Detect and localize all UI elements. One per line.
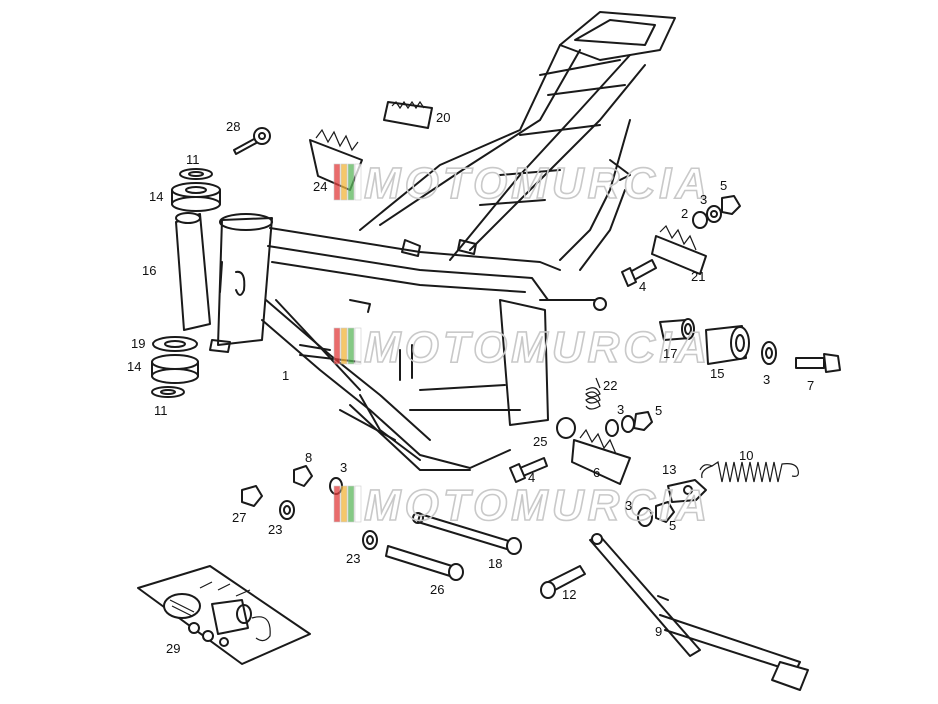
- key-part: [233, 127, 271, 155]
- watermark-stripe: [347, 163, 355, 201]
- callout-23: 23: [268, 522, 282, 537]
- callout-4: 4: [639, 279, 646, 294]
- callout-19: 19: [131, 336, 145, 351]
- callout-18: 18: [488, 556, 502, 571]
- watermark-text: MOTOMURCIA: [364, 323, 711, 372]
- watermark-stripe: [354, 327, 362, 365]
- footpeg-part: [309, 100, 707, 485]
- bushing-part: [659, 318, 750, 365]
- watermark-logo: MOTOMURCIA: [333, 480, 711, 531]
- callout-13: 13: [662, 462, 676, 477]
- bolt-7-part: [795, 353, 841, 373]
- callout-12: 12: [562, 587, 576, 602]
- callout-5: 5: [669, 518, 676, 533]
- washers-nuts-part: [241, 195, 777, 550]
- callout-3: 3: [617, 402, 624, 417]
- bolt-26-part: [385, 545, 464, 581]
- footpeg-spring-part: [585, 377, 601, 410]
- callout-3: 3: [340, 460, 347, 475]
- callout-23: 23: [346, 551, 360, 566]
- spring-part: [699, 461, 799, 483]
- callout-7: 7: [807, 378, 814, 393]
- bolt-18-part: [412, 512, 522, 555]
- callout-3: 3: [763, 372, 770, 387]
- callout-1: 1: [282, 368, 289, 383]
- watermark-stripe: [347, 485, 355, 523]
- callout-3: 3: [700, 192, 707, 207]
- watermark-text: MOTOMURCIA: [364, 159, 711, 208]
- callout-5: 5: [720, 178, 727, 193]
- callout-14: 14: [149, 189, 163, 204]
- watermark-stripe: [354, 163, 362, 201]
- callout-17: 17: [663, 346, 677, 361]
- callout-4: 4: [528, 470, 535, 485]
- callout-14: 14: [127, 359, 141, 374]
- watermark-stripe: [333, 163, 341, 201]
- callout-10: 10: [739, 448, 753, 463]
- watermark-stripe: [340, 327, 348, 365]
- watermark-stripe: [354, 485, 362, 523]
- callout-27: 27: [232, 510, 246, 525]
- callout-2: 2: [681, 206, 688, 221]
- callout-9: 9: [655, 624, 662, 639]
- callout-15: 15: [710, 366, 724, 381]
- callout-labels: 1 2 3 3 3 3 3 4 4 5 5 5 6 7 8 9 10 11 11…: [127, 110, 814, 656]
- callout-6: 6: [593, 465, 600, 480]
- watermark-text: MOTOMURCIA: [364, 481, 711, 530]
- steering-bearings-part: [151, 168, 221, 398]
- watermark-logo: MOTOMURCIA: [333, 322, 711, 373]
- callout-5: 5: [655, 403, 662, 418]
- callout-29: 29: [166, 641, 180, 656]
- watermark-logo: MOTOMURCIA: [333, 158, 711, 209]
- side-stand-part: [589, 533, 809, 691]
- callout-24: 24: [313, 179, 327, 194]
- callout-11: 11: [186, 152, 200, 167]
- watermark-stripe: [333, 327, 341, 365]
- callout-8: 8: [305, 450, 312, 465]
- callout-16: 16: [142, 263, 156, 278]
- watermark-stripe: [340, 485, 348, 523]
- watermark-stripe: [340, 163, 348, 201]
- callout-26: 26: [430, 582, 444, 597]
- bolt-4-part: [509, 259, 657, 483]
- callout-22: 22: [603, 378, 617, 393]
- callout-28: 28: [226, 119, 240, 134]
- ignition-lock-kit-part: [137, 565, 311, 665]
- callout-21: 21: [691, 269, 705, 284]
- callout-11: 11: [154, 403, 168, 418]
- watermark-stripe: [333, 485, 341, 523]
- callout-25: 25: [533, 434, 547, 449]
- callout-20: 20: [436, 110, 450, 125]
- stand-bracket-part: [667, 479, 707, 503]
- watermark: MOTOMURCIA MOTOMURCIA MOTOMURCIA: [333, 158, 711, 531]
- watermark-stripe: [347, 327, 355, 365]
- callout-3: 3: [625, 498, 632, 513]
- bolt-12-part: [540, 565, 586, 599]
- frame-part: [209, 11, 676, 471]
